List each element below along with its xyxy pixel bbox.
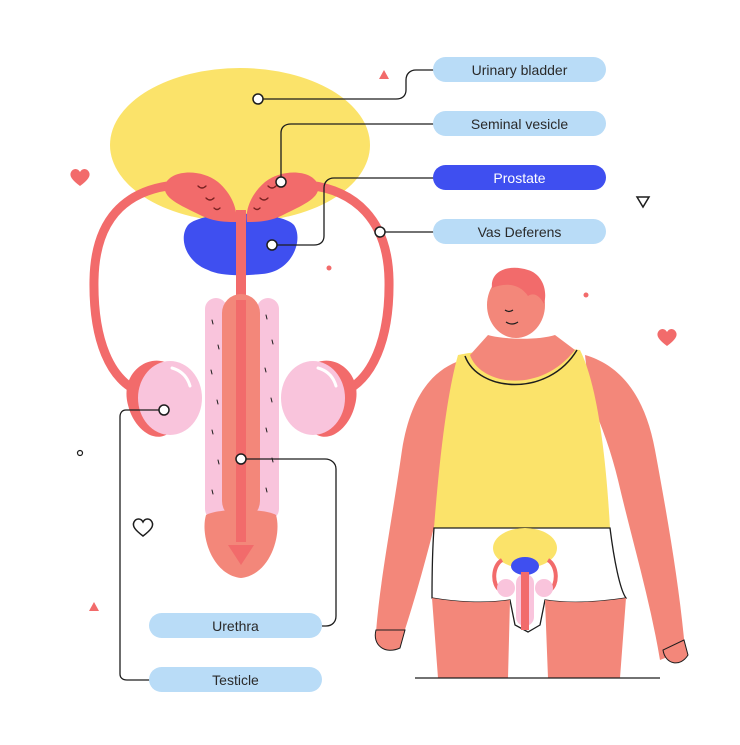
person-figure	[374, 267, 689, 679]
label-urinary-bladder-text: Urinary bladder	[471, 61, 568, 78]
label-prostate: Prostate	[433, 165, 606, 190]
seminal-vesicle-leader-line	[280, 123, 434, 182]
dot-icon	[583, 292, 589, 298]
urethra-tube-upper	[236, 210, 246, 300]
urethra-leader-line	[241, 458, 337, 627]
heart-icon	[70, 169, 90, 186]
dot-icon	[326, 265, 332, 271]
triangle-icon	[89, 602, 99, 611]
testicles-shape	[126, 360, 357, 437]
leader-dots	[158, 93, 386, 465]
testicle-leader-line	[119, 409, 164, 681]
triangle-icon	[379, 70, 389, 79]
seminal-vesicles-shape	[164, 172, 319, 222]
label-urethra-text: Urethra	[212, 617, 259, 634]
label-vas-deferens: Vas Deferens	[433, 219, 606, 244]
leader-lines	[119, 69, 434, 681]
prostate-leader-line	[272, 177, 434, 246]
label-vas-deferens-text: Vas Deferens	[477, 223, 562, 240]
label-urinary-bladder: Urinary bladder	[433, 57, 606, 82]
label-testicle: Testicle	[149, 667, 322, 692]
decorations	[70, 70, 677, 611]
label-urethra: Urethra	[149, 613, 322, 638]
label-testicle-text: Testicle	[212, 671, 259, 688]
heart-outline-icon	[132, 518, 154, 537]
label-prostate-text: Prostate	[493, 169, 546, 186]
ring-icon	[76, 449, 84, 457]
label-seminal-vesicle-text: Seminal vesicle	[470, 115, 569, 132]
heart-icon	[657, 329, 677, 346]
vas-deferens-shape	[89, 180, 394, 397]
triangle-outline-icon	[635, 196, 651, 209]
bladder-leader-line	[258, 69, 434, 100]
penis-shape	[204, 294, 279, 578]
label-seminal-vesicle: Seminal vesicle	[433, 111, 606, 136]
urinary-bladder-shape	[110, 68, 370, 222]
